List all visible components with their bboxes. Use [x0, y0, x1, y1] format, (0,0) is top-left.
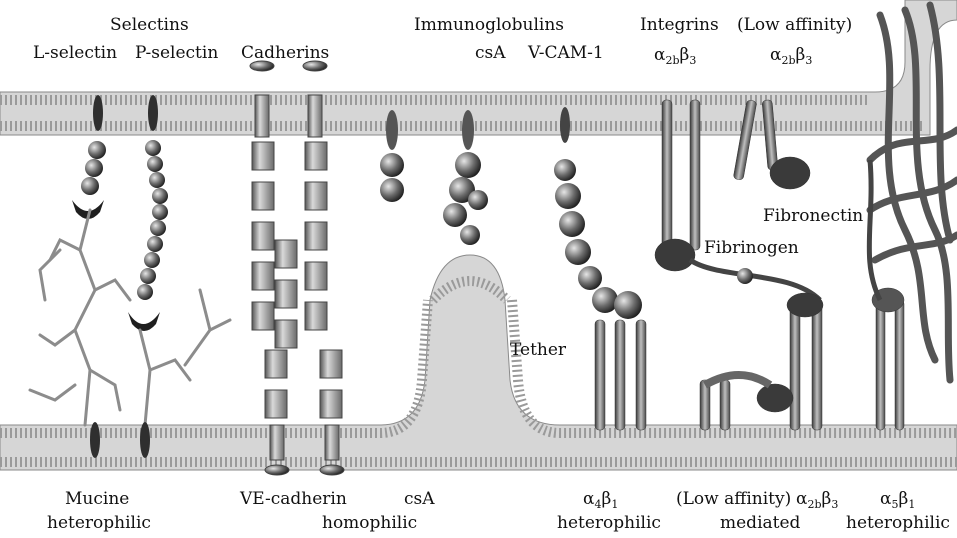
mucin-anchor-2 [140, 422, 150, 458]
label-ve-cadherin: VE-cadherin [240, 489, 347, 509]
integrin-a4b1 [595, 320, 646, 430]
mucin-anchor-1 [90, 422, 100, 458]
label-low-affinity-top: (Low affinity) [737, 15, 852, 35]
label-immunoglobulins: Immunoglobulins [414, 15, 564, 35]
label-integrin-a2bb3-top: α2bβ3 [654, 45, 696, 71]
label-low-affinity-a2bb3-top: α2bβ3 [770, 45, 812, 71]
label-a5b1: α5β1 [880, 489, 915, 515]
label-csa-top: csA [475, 43, 506, 63]
label-a4b1: α4β1 [583, 489, 618, 515]
fibrinogen-node [737, 268, 753, 284]
label-mucine: Mucine [65, 489, 129, 509]
integrin-lower [700, 293, 823, 430]
label-a2bb3-bottom: α2bβ3 [796, 489, 838, 515]
label-p-selectin: P-selectin [135, 43, 218, 63]
label-heterophilic-2: heterophilic [557, 513, 661, 533]
label-vcam1: V-CAM-1 [528, 43, 604, 63]
label-heterophilic-1: heterophilic [47, 513, 151, 533]
label-csa-bottom: csA [404, 489, 435, 509]
label-cadherins: Cadherins [241, 43, 329, 63]
label-low-affinity-bottom: (Low affinity) [676, 489, 791, 509]
label-homophilic: homophilic [322, 513, 417, 533]
label-mediated: mediated [720, 513, 800, 533]
label-selectins: Selectins [110, 15, 189, 35]
label-tether: Tether [510, 340, 566, 360]
vcam-1 [554, 107, 642, 319]
label-fibrinogen: Fibrinogen [704, 238, 799, 258]
label-heterophilic-3: heterophilic [846, 513, 950, 533]
label-fibronectin: Fibronectin [763, 206, 863, 226]
label-l-selectin: L-selectin [33, 43, 117, 63]
label-integrins: Integrins [640, 15, 719, 35]
